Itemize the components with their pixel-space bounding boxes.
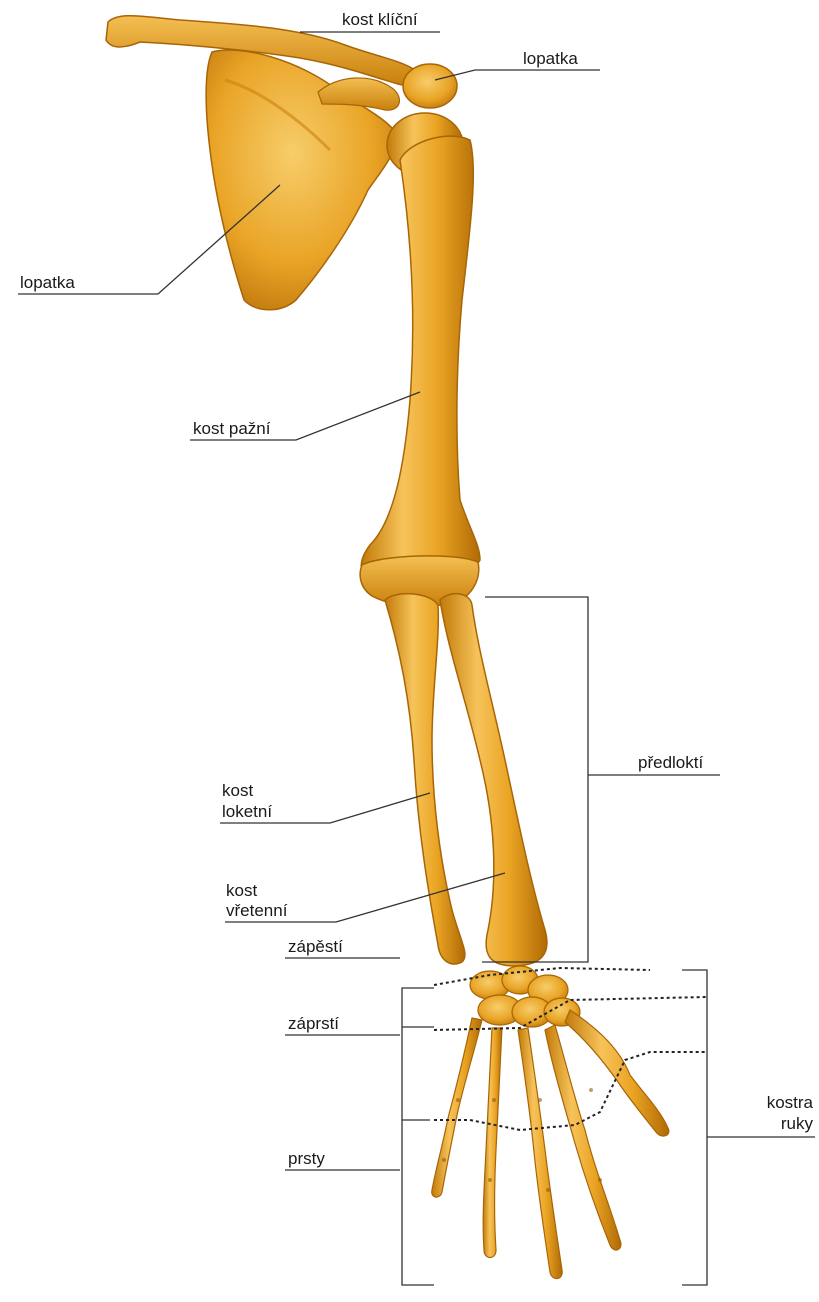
label-clavicle: kost klíční <box>342 9 418 30</box>
label-radius-line2: vřetenní <box>226 900 287 921</box>
label-wrist: zápěstí <box>288 936 343 957</box>
acromion-tip <box>403 64 457 108</box>
label-humerus: kost pažní <box>193 418 271 439</box>
label-scapula-left: lopatka <box>20 272 75 293</box>
label-fingers: prsty <box>288 1148 325 1169</box>
label-metacarpus: záprstí <box>288 1013 339 1034</box>
label-ulna-line1: kost <box>222 780 253 801</box>
label-forearm: předloktí <box>638 752 703 773</box>
label-ulna-line2: loketní <box>222 801 272 822</box>
label-radius-line1: kost <box>226 880 257 901</box>
label-hand-line1: kostra <box>767 1092 813 1113</box>
label-hand-line2: ruky <box>781 1113 813 1134</box>
humerus-bone <box>361 136 480 586</box>
finger-bones <box>432 1010 669 1279</box>
carpal-bones <box>470 966 580 1027</box>
label-scapula-top: lopatka <box>523 48 578 69</box>
radius-bone <box>440 594 547 966</box>
